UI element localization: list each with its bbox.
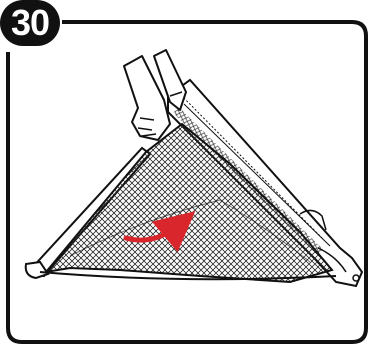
hand-icon: [124, 50, 186, 140]
step-number-badge: 30: [0, 0, 60, 46]
